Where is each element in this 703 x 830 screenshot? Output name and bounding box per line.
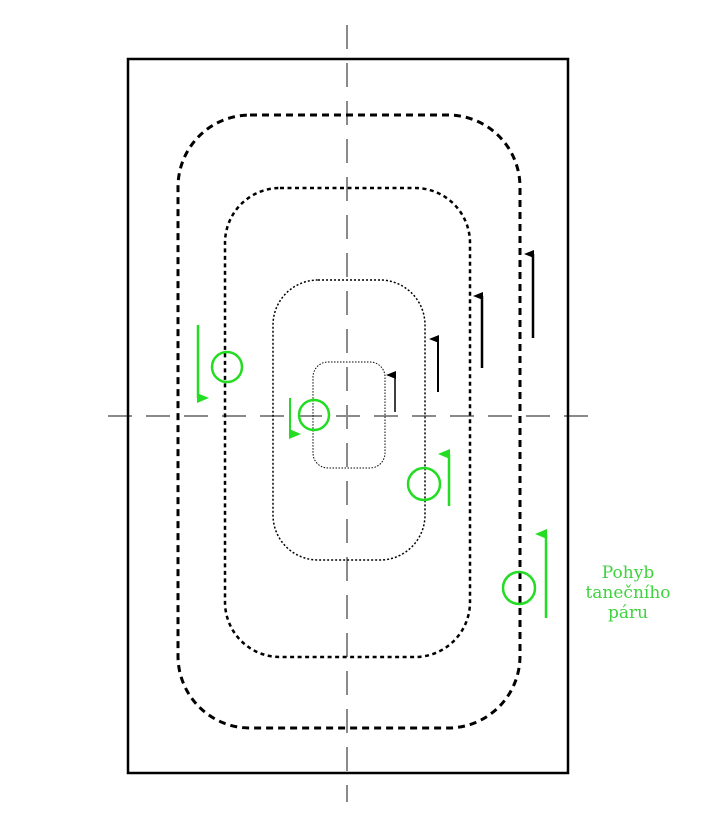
circle-icon [297,398,331,432]
circle-icon [501,570,537,606]
legend-label-line-1: Pohyb [602,563,655,583]
outer-loop [176,113,522,730]
inner-loop [312,361,386,469]
legend-label-line-2: tanečního [585,583,670,603]
third-loop [272,279,426,561]
second-loop [223,186,472,659]
circle-icon [406,466,442,502]
dance-floor-border [126,57,570,775]
legend-label-line-3: páru [608,603,648,623]
circle-icon [210,350,244,384]
